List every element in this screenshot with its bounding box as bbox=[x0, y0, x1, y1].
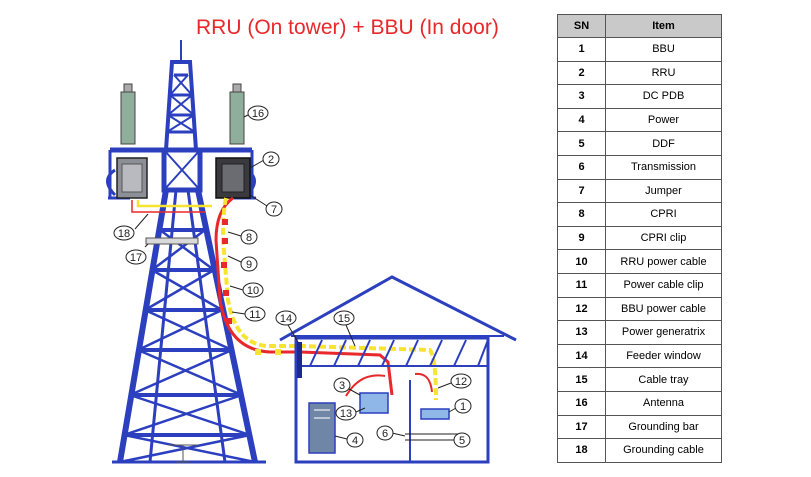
row-sn: 12 bbox=[557, 296, 606, 322]
power-cabinet bbox=[308, 402, 336, 454]
row-sn: 5 bbox=[557, 131, 606, 156]
row-item: Power generatrix bbox=[605, 320, 722, 345]
row-sn: 9 bbox=[557, 225, 606, 251]
cable-clips bbox=[221, 219, 281, 355]
row-sn: 2 bbox=[557, 60, 606, 86]
row-sn: 1 bbox=[557, 37, 606, 62]
callout-2: 2 bbox=[268, 154, 274, 166]
shelter bbox=[279, 275, 517, 464]
row-item: Antenna bbox=[605, 390, 722, 416]
grounding-bar bbox=[145, 237, 199, 245]
row-item: DC PDB bbox=[605, 84, 722, 109]
antenna-right bbox=[229, 83, 245, 145]
row-item: Grounding bar bbox=[605, 414, 722, 440]
callout-16: 16 bbox=[252, 108, 264, 120]
row-item: Grounding cable bbox=[605, 438, 722, 463]
callout-10: 10 bbox=[247, 285, 259, 297]
callout-5: 5 bbox=[459, 435, 465, 447]
callout-13: 13 bbox=[340, 408, 352, 420]
callout-7: 7 bbox=[271, 204, 277, 216]
callout-8: 8 bbox=[246, 232, 252, 244]
row-sn: 14 bbox=[557, 343, 606, 369]
callout-6: 6 bbox=[382, 428, 388, 440]
callouts: 1 2 3 4 5 6 7 8 9 10 bbox=[113, 105, 472, 448]
dc-pdb bbox=[359, 392, 389, 414]
bbu-unit bbox=[420, 408, 450, 420]
rru-right bbox=[215, 157, 251, 199]
row-item: BBU bbox=[605, 37, 722, 62]
row-item: RRU bbox=[605, 60, 722, 86]
row-sn: 7 bbox=[557, 178, 606, 204]
row-sn: 15 bbox=[557, 367, 606, 392]
row-item: DDF bbox=[605, 131, 722, 156]
feeder-window bbox=[297, 342, 302, 378]
row-item: RRU power cable bbox=[605, 249, 722, 274]
legend-header-sn: SN bbox=[557, 14, 606, 38]
row-item: Power cable clip bbox=[605, 272, 722, 298]
callout-1: 1 bbox=[460, 401, 466, 413]
row-sn: 16 bbox=[557, 390, 606, 416]
callout-18: 18 bbox=[118, 228, 130, 240]
cables bbox=[131, 196, 438, 401]
callout-15: 15 bbox=[338, 313, 350, 325]
callout-4: 4 bbox=[352, 435, 358, 447]
row-sn: 10 bbox=[557, 249, 606, 274]
row-sn: 17 bbox=[557, 414, 606, 440]
row-item: CPRI bbox=[605, 202, 722, 227]
row-sn: 11 bbox=[557, 272, 606, 298]
row-sn: 6 bbox=[557, 154, 606, 180]
row-item: Jumper bbox=[605, 178, 722, 204]
legend-header-item: Item bbox=[605, 14, 722, 38]
rru-left bbox=[116, 157, 148, 199]
diagram-title: RRU (On tower) + BBU (In door) bbox=[196, 16, 499, 39]
row-item: Cable tray bbox=[605, 367, 722, 392]
row-item: Transmission bbox=[605, 154, 722, 180]
callout-9: 9 bbox=[246, 259, 252, 271]
row-sn: 4 bbox=[557, 107, 606, 133]
legend-header-row: SN Item bbox=[557, 14, 722, 38]
callout-11: 11 bbox=[249, 309, 260, 321]
row-sn: 18 bbox=[557, 438, 606, 463]
callout-14: 14 bbox=[280, 313, 292, 325]
row-sn: 3 bbox=[557, 84, 606, 109]
row-sn: 13 bbox=[557, 320, 606, 345]
row-item: BBU power cable bbox=[605, 296, 722, 322]
callout-3: 3 bbox=[339, 380, 345, 392]
row-item: Feeder window bbox=[605, 343, 722, 369]
row-item: CPRI clip bbox=[605, 225, 722, 251]
callout-12: 12 bbox=[455, 376, 467, 388]
base-grounding bbox=[168, 444, 198, 463]
row-sn: 8 bbox=[557, 202, 606, 227]
row-item: Power bbox=[605, 107, 722, 133]
callout-17: 17 bbox=[130, 252, 142, 264]
antenna-left bbox=[120, 83, 136, 145]
ddf-rack bbox=[405, 433, 458, 441]
site-diagram: 1 2 3 4 5 6 7 8 9 10 bbox=[106, 40, 517, 464]
